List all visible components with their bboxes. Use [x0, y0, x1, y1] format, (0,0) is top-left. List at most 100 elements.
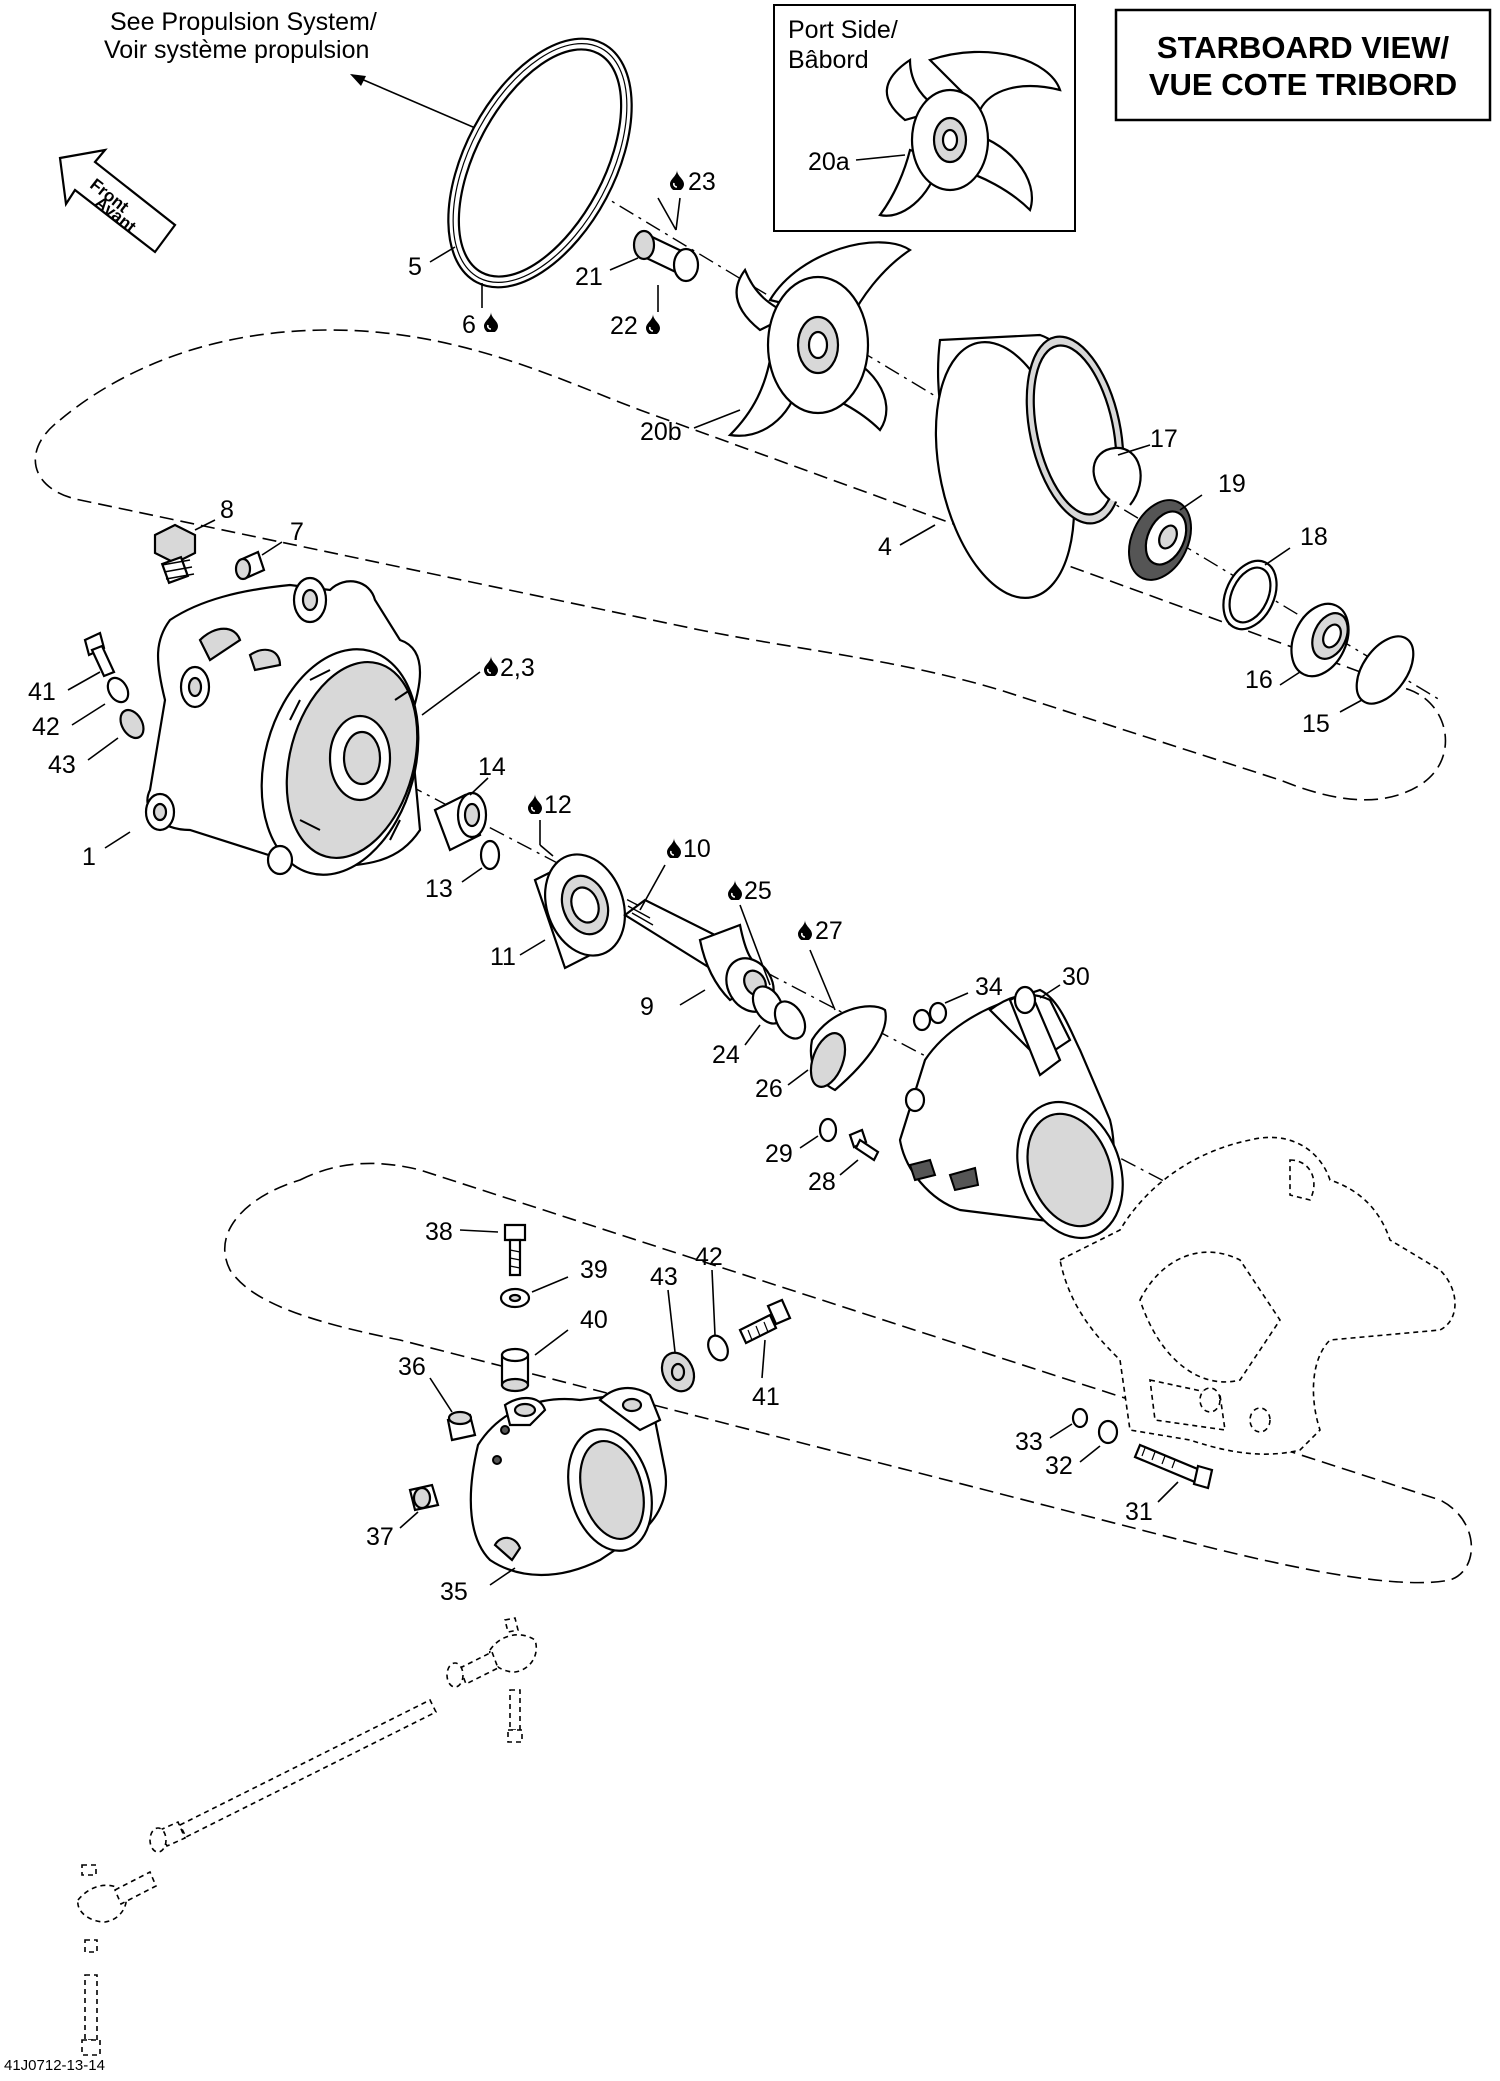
grommet-43-upper — [119, 708, 145, 740]
lubricant-drop-icon — [670, 170, 684, 190]
see-note-line-2: Voir système propulsion — [104, 36, 369, 64]
label-9: 9 — [640, 993, 654, 1021]
grommet-37 — [408, 1483, 440, 1512]
label-34: 34 — [975, 973, 1003, 1001]
label-33: 33 — [1015, 1428, 1043, 1456]
pump-housing-1 — [144, 576, 422, 876]
label-11: 11 — [490, 943, 516, 971]
lubricant-drop-icon — [646, 314, 660, 334]
port-side-line-1: Port Side/ — [788, 16, 898, 44]
label-5: 5 — [408, 253, 422, 281]
label-23: 23 — [688, 168, 716, 196]
label-27: 27 — [815, 917, 843, 945]
wear-ring-5 — [447, 37, 633, 289]
label-16: 16 — [1245, 666, 1273, 694]
label-43-lower: 43 — [650, 1263, 678, 1291]
front-arrow-icon: Front Avant — [58, 148, 177, 254]
label-38: 38 — [425, 1218, 453, 1246]
label-41-upper: 41 — [28, 678, 56, 706]
steering-linkage-dashed — [77, 1617, 537, 2056]
label-29: 29 — [765, 1140, 793, 1168]
bushing-14 — [433, 791, 488, 852]
lubricant-drop-icon — [798, 920, 812, 940]
label-25: 25 — [744, 877, 772, 905]
impeller-20a — [878, 50, 1062, 217]
label-37: 37 — [366, 1523, 394, 1551]
label-39: 39 — [580, 1256, 608, 1284]
label-31: 31 — [1125, 1498, 1153, 1526]
washer-29 — [818, 1117, 838, 1143]
nut-36 — [446, 1410, 477, 1442]
washer-33 — [1071, 1407, 1089, 1429]
label-42-lower: 42 — [695, 1243, 723, 1271]
bolt-38 — [503, 1223, 527, 1277]
label-32: 32 — [1045, 1452, 1073, 1480]
bearing-11 — [533, 853, 626, 970]
title-box: STARBOARD VIEW/ VUE COTE TRIBORD — [1114, 8, 1492, 122]
label-21: 21 — [575, 263, 603, 291]
bolt-41-upper — [83, 631, 116, 678]
label-42-upper: 42 — [32, 713, 60, 741]
see-note-line-1: See Propulsion System/ — [110, 8, 377, 36]
label-40: 40 — [580, 1306, 608, 1334]
title-line-2: VUE COTE TRIBORD — [1149, 67, 1457, 102]
drain-plug-8 — [153, 523, 197, 585]
washer-32 — [1097, 1419, 1119, 1445]
o-ring-34b — [928, 1001, 948, 1025]
circlip-17 — [1092, 446, 1142, 506]
o-ring-13 — [479, 839, 501, 871]
venturi-30 — [898, 985, 1124, 1240]
ring-18 — [1222, 559, 1278, 631]
label-18: 18 — [1300, 523, 1328, 551]
drive-axis-upper — [539, 157, 1441, 701]
screw-28 — [848, 1128, 880, 1162]
label-13: 13 — [425, 875, 453, 903]
drawing-reference: 41J0712-13-14 — [4, 2057, 105, 2074]
label-35: 35 — [440, 1578, 468, 1606]
o-ring-15 — [1355, 635, 1415, 705]
steering-nozzle-35 — [469, 1387, 668, 1576]
bolt-31 — [1133, 1443, 1214, 1490]
label-17: 17 — [1150, 425, 1178, 453]
label-7: 7 — [290, 518, 304, 546]
label-1: 1 — [82, 843, 96, 871]
washer-42-lower — [707, 1334, 729, 1362]
lubricant-drop-icon — [484, 656, 498, 676]
label-36: 36 — [398, 1353, 426, 1381]
bolt-41-lower — [738, 1298, 792, 1345]
spacer-40 — [500, 1347, 530, 1393]
label-30: 30 — [1062, 963, 1090, 991]
lubricant-drop-icon — [667, 838, 681, 858]
see-propulsion-note: See Propulsion System/ Voir système prop… — [104, 8, 546, 159]
label-12: 12 — [544, 791, 572, 819]
washer-42-upper — [106, 676, 130, 704]
label-28: 28 — [808, 1168, 836, 1196]
o-rings-24 — [751, 985, 807, 1040]
plug-7 — [234, 550, 266, 581]
label-43-upper: 43 — [48, 751, 76, 779]
impeller-20b — [727, 241, 912, 437]
label-26: 26 — [755, 1075, 783, 1103]
label-24: 24 — [712, 1041, 740, 1069]
nozzle-assembly-boundary — [224, 1162, 1473, 1584]
label-15: 15 — [1302, 710, 1330, 738]
label-10: 10 — [683, 835, 711, 863]
lubricant-drop-icon — [484, 312, 498, 332]
label-2-3: 2,3 — [500, 654, 535, 682]
port-side-line-2: Bâbord — [788, 46, 869, 74]
lubricant-drop-icon — [528, 794, 542, 814]
cone-26 — [809, 1005, 887, 1092]
label-20a: 20a — [808, 148, 850, 176]
label-19: 19 — [1218, 470, 1246, 498]
label-20b: 20b — [640, 418, 682, 446]
title-line-1: STARBOARD VIEW/ — [1157, 30, 1450, 65]
label-41-lower: 41 — [752, 1383, 780, 1411]
reference-bracket-dashed — [1059, 1136, 1456, 1455]
port-side-inset: Port Side/ Bâbord 20a — [773, 4, 1076, 232]
label-4: 4 — [878, 533, 892, 561]
sleeve-21 — [632, 229, 700, 283]
bearing-16 — [1290, 602, 1350, 678]
seal-19 — [1128, 499, 1192, 581]
label-6: 6 — [462, 311, 476, 339]
